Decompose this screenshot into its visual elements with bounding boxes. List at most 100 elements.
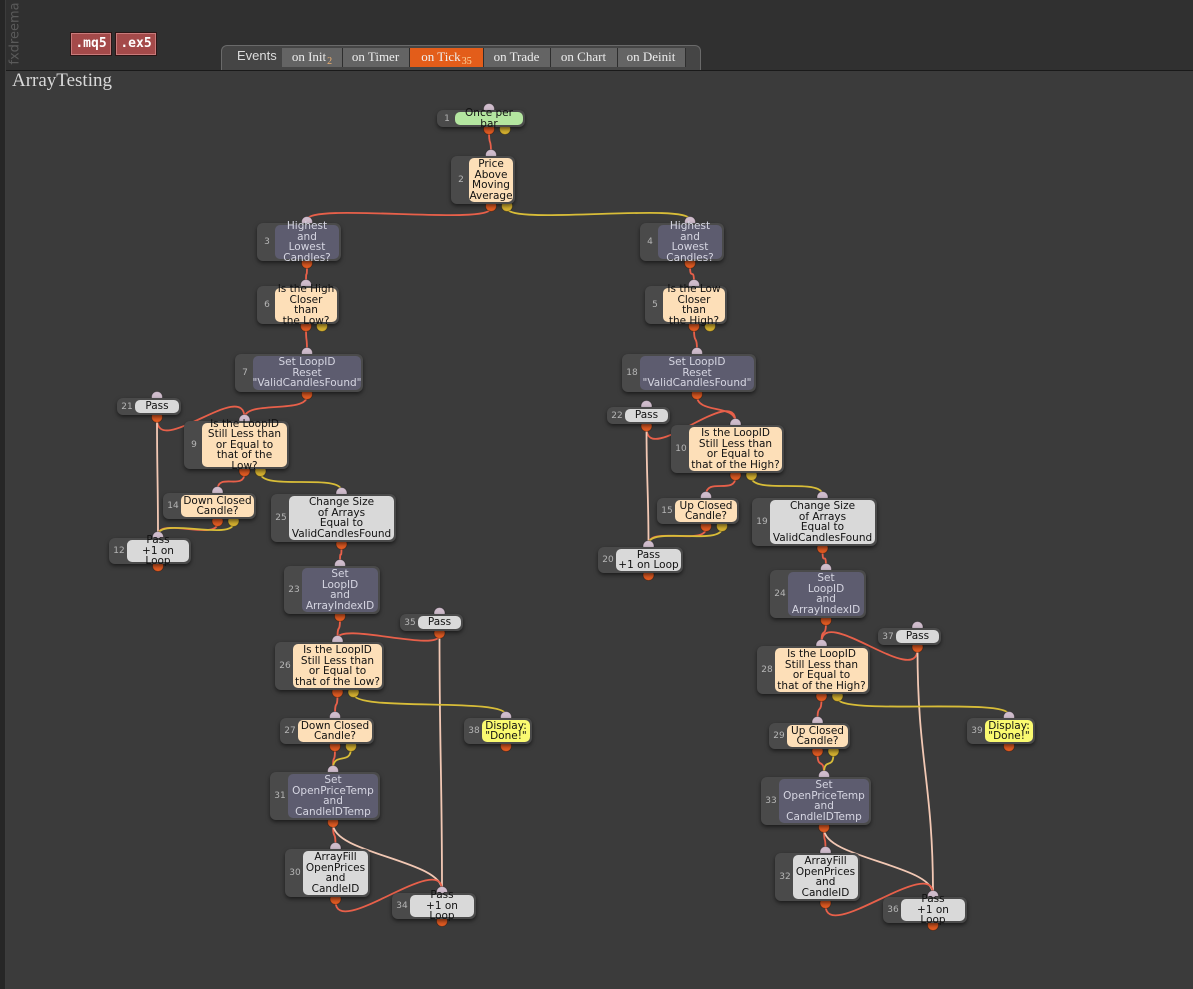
block-label: Down Closed Candle? — [298, 720, 372, 742]
block-number: 31 — [274, 791, 286, 801]
tab-label: on Tick — [421, 49, 461, 64]
left-edge-strip — [0, 0, 6, 989]
block-number: 5 — [652, 300, 658, 310]
block-label: Is the Low Closer than the High? — [663, 284, 725, 326]
block-label: Is the LoopID Still Less than or Equal t… — [202, 419, 287, 471]
block-5[interactable]: 5 Is the Low Closer than the High? — [645, 284, 727, 326]
block-number: 24 — [774, 589, 786, 599]
wire-2-3 — [306, 207, 492, 221]
wire-5-18 — [693, 327, 698, 352]
block-label: Down Closed Candle? — [181, 495, 254, 517]
tab-on-deinit[interactable]: on Deinit — [618, 48, 686, 67]
wire-28-39 — [836, 697, 1010, 716]
block-number: 1 — [444, 113, 450, 124]
block-number: 4 — [647, 237, 653, 247]
wire-10-15 — [705, 476, 737, 496]
block-label: Is the LoopID Still Less than or Equal t… — [293, 644, 382, 688]
block-number: 22 — [611, 410, 623, 421]
block-label: Set LoopID and ArrayIndexID — [302, 568, 378, 612]
block-number: 6 — [264, 300, 270, 310]
block-number: 38 — [468, 726, 480, 736]
block-label: Pass — [135, 400, 179, 413]
wire-7-9 — [243, 395, 308, 419]
wire-30-34 — [334, 878, 443, 913]
wire-2-4 — [506, 207, 691, 221]
block-label: Set LoopID Reset "ValidCandlesFound" — [640, 356, 754, 390]
block-label: Pass — [625, 409, 668, 422]
project-title: ArrayTesting — [12, 70, 112, 91]
block-number: 32 — [779, 872, 791, 882]
wire-28-29 — [816, 697, 823, 721]
block-number: 35 — [404, 617, 416, 628]
block-number: 36 — [887, 905, 899, 915]
block-6[interactable]: 6 Is the High Closer than the Low? — [257, 284, 339, 326]
block-number: 14 — [167, 501, 179, 511]
block-number: 23 — [288, 585, 300, 595]
block-label: Is the LoopID Still Less than or Equal t… — [689, 427, 782, 471]
block-label: Up Closed Candle? — [787, 725, 848, 747]
block-label: Display: "Done!" — [482, 720, 530, 742]
block-number: 25 — [275, 513, 287, 523]
wire-15-20 — [647, 527, 723, 545]
tab-on-tick[interactable]: on Tick35 — [410, 48, 484, 67]
wire-32-36 — [824, 882, 934, 917]
wire-9-14 — [216, 472, 246, 491]
mq5-button[interactable]: .mq5 — [70, 32, 112, 56]
block-label: Is the High Closer than the Low? — [275, 284, 337, 326]
tab-label: on Deinit — [626, 49, 676, 64]
wire-29-33 — [823, 752, 835, 775]
block-number: 39 — [971, 726, 983, 736]
block-label: Set LoopID Reset "ValidCandlesFound" — [252, 356, 362, 390]
wire-26-27 — [334, 693, 339, 716]
tab-label: on Init — [291, 49, 327, 64]
tab-on-trade[interactable]: on Trade — [484, 48, 551, 67]
wire-37-28 — [820, 631, 919, 661]
block-number: 37 — [882, 631, 894, 642]
block-number: 26 — [279, 661, 291, 671]
block-label: Change Size of Arrays Equal to ValidCand… — [289, 496, 394, 540]
block-label: Pass +1 on Loop — [616, 549, 681, 571]
block-label: Pass +1 on Loop — [127, 535, 189, 567]
tab-on-timer[interactable]: on Timer — [343, 48, 410, 67]
tab-on-chart[interactable]: on Chart — [551, 48, 618, 67]
wire-22-20 — [645, 427, 650, 545]
wire-10-19 — [750, 476, 824, 496]
tab-count: 35 — [461, 56, 472, 67]
tab-label: on Trade — [493, 49, 540, 64]
tab-on-init[interactable]: on Init2 — [282, 48, 343, 67]
wire-35-26 — [336, 632, 441, 642]
ex5-button[interactable]: .ex5 — [115, 32, 157, 56]
